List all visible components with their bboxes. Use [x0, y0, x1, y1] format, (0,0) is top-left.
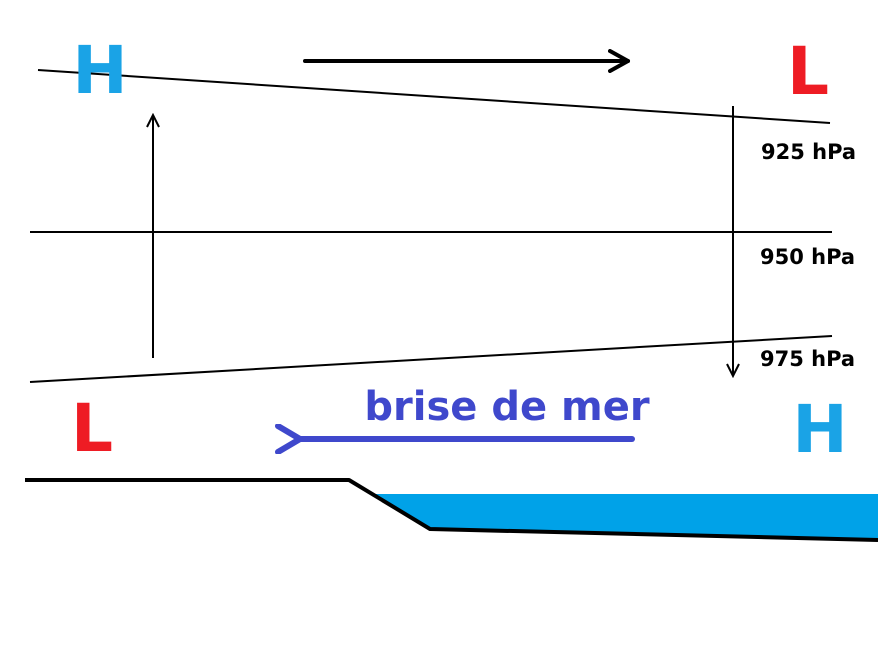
level-label-950: 950 hPa: [760, 245, 855, 269]
surface-high-letter: H: [792, 391, 847, 468]
isobar-925: [37, 69, 831, 124]
sea-water: [372, 494, 878, 540]
isobar-975: [29, 335, 833, 383]
sea-breeze-label: brise de mer: [364, 384, 649, 430]
upper-high-letter: H: [72, 32, 127, 109]
level-label-925: 925 hPa: [761, 140, 856, 164]
level-label-975: 975 hPa: [760, 347, 855, 371]
coastline: [25, 478, 878, 542]
surface-low-letter: L: [71, 390, 113, 467]
upper-low-letter: L: [787, 33, 829, 110]
